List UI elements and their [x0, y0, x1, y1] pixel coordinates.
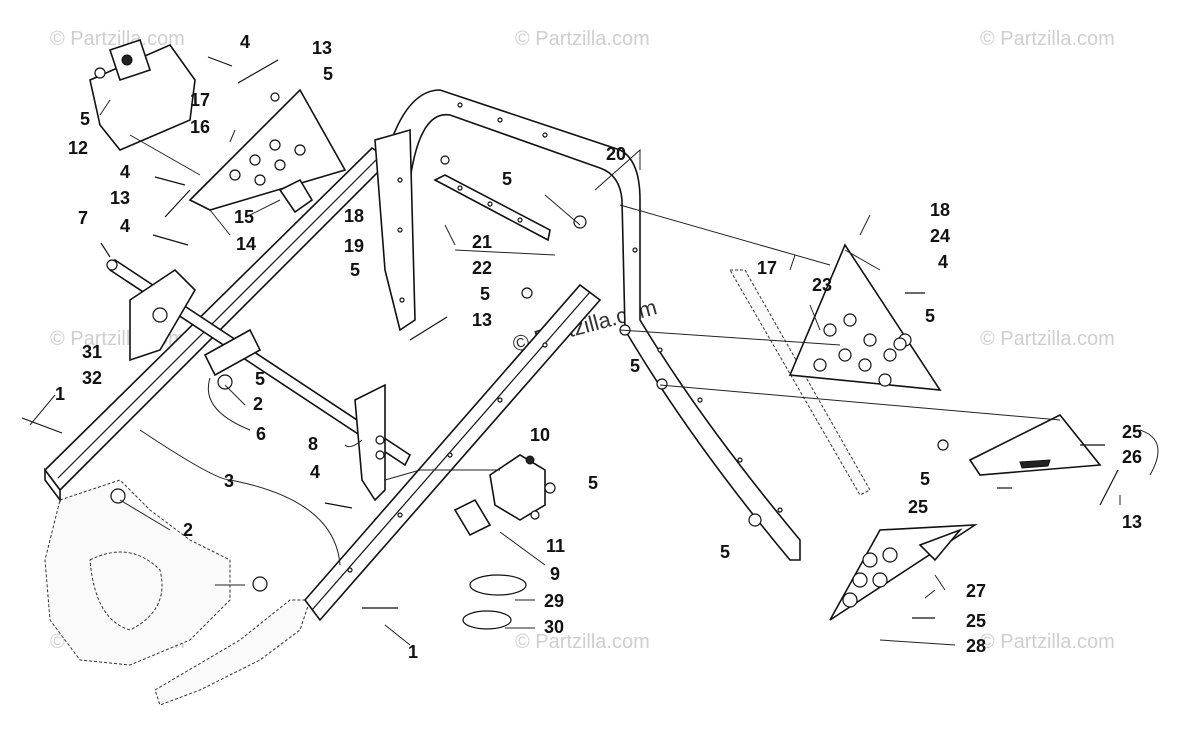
watermark-text: © Partzilla.com — [515, 631, 650, 653]
callout-5: 5 — [80, 109, 90, 129]
callout-29: 29 — [544, 591, 564, 611]
callout-4: 4 — [310, 462, 320, 482]
bracket-26 — [968, 413, 1102, 476]
watermark-text: © Partzilla.com — [50, 28, 185, 50]
solenoid-assembly — [453, 454, 546, 537]
chassis-outline — [44, 479, 311, 706]
lower-frame-rail — [303, 283, 602, 622]
callout-4: 4 — [120, 162, 130, 182]
callout-13: 13 — [312, 38, 332, 58]
callout-5: 5 — [630, 356, 640, 376]
callout-26: 26 — [1122, 447, 1142, 467]
callout-24: 24 — [930, 226, 950, 246]
callout-1: 1 — [55, 384, 65, 404]
callout-5: 5 — [502, 169, 512, 189]
callout-12: 12 — [68, 138, 88, 158]
relay-15 — [278, 178, 314, 214]
callout-16: 16 — [190, 117, 210, 137]
callout-14: 14 — [236, 234, 256, 254]
bracket-8 — [354, 383, 386, 502]
callout-5: 5 — [588, 473, 598, 493]
callout-17: 17 — [757, 258, 777, 278]
perforated-plate-27 — [829, 524, 978, 621]
callout-4: 4 — [120, 216, 130, 236]
perforated-plate-14 — [188, 88, 347, 211]
hoop-side-panel — [374, 128, 416, 332]
right-rail — [729, 269, 871, 496]
rubber-straps-13 — [164, 59, 1119, 506]
callout-13: 13 — [110, 188, 130, 208]
callout-13: 13 — [1122, 512, 1142, 532]
callout-28: 28 — [966, 636, 986, 656]
callout-17: 17 — [190, 90, 210, 110]
callout-25: 25 — [908, 497, 928, 517]
callout-15: 15 — [234, 207, 254, 227]
callout-23: 23 — [812, 275, 832, 295]
hardware-fasteners — [21, 56, 1105, 619]
callout-1: 1 — [408, 642, 418, 662]
callout-19: 19 — [344, 236, 364, 256]
strap-21 — [433, 174, 551, 242]
callout-20: 20 — [606, 144, 626, 164]
callout-10: 10 — [530, 425, 550, 445]
callout-6: 6 — [256, 424, 266, 444]
retaining-rings — [462, 574, 527, 630]
watermark-text: © Partzilla.com — [515, 28, 650, 50]
callout-13: 13 — [472, 310, 492, 330]
main-frame-hoop — [379, 89, 801, 561]
callout-22: 22 — [472, 258, 492, 278]
leader-lines — [29, 99, 1159, 646]
callout-4: 4 — [240, 32, 250, 52]
callout-27: 27 — [966, 581, 986, 601]
callout-5: 5 — [350, 260, 360, 280]
instrument-module-12 — [89, 38, 196, 151]
callout-32: 32 — [82, 368, 102, 388]
callout-31: 31 — [82, 342, 102, 362]
callout-8: 8 — [308, 434, 318, 454]
callout-labels: 1 1 2 2 3 4 4 4 4 4 5 5 5 5 5 5 5 5 5 5 … — [55, 32, 1142, 662]
left-bracket — [129, 268, 262, 377]
callout-25: 25 — [1122, 422, 1142, 442]
callout-2: 2 — [253, 394, 263, 414]
callout-3: 3 — [224, 471, 234, 491]
callout-4: 4 — [938, 252, 948, 272]
lower-bar — [106, 258, 412, 467]
perforated-plate-24 — [788, 243, 942, 391]
callout-25: 25 — [966, 611, 986, 631]
callout-21: 21 — [472, 232, 492, 252]
callout-7: 7 — [78, 208, 88, 228]
watermark-text: © Partzilla.com — [980, 328, 1115, 350]
callout-5: 5 — [920, 469, 930, 489]
callout-2: 2 — [183, 520, 193, 540]
callout-18: 18 — [930, 200, 950, 220]
callout-5: 5 — [925, 306, 935, 326]
callout-11: 11 — [546, 536, 565, 556]
callout-9: 9 — [550, 564, 560, 584]
callout-30: 30 — [544, 617, 564, 637]
callout-5: 5 — [480, 284, 490, 304]
watermark-text: © Partzilla.com — [980, 631, 1115, 653]
callout-5: 5 — [720, 542, 730, 562]
callout-5: 5 — [323, 64, 333, 84]
callout-18: 18 — [344, 206, 364, 226]
watermark-text: © Partzilla.com — [980, 28, 1115, 50]
callout-5: 5 — [255, 369, 265, 389]
